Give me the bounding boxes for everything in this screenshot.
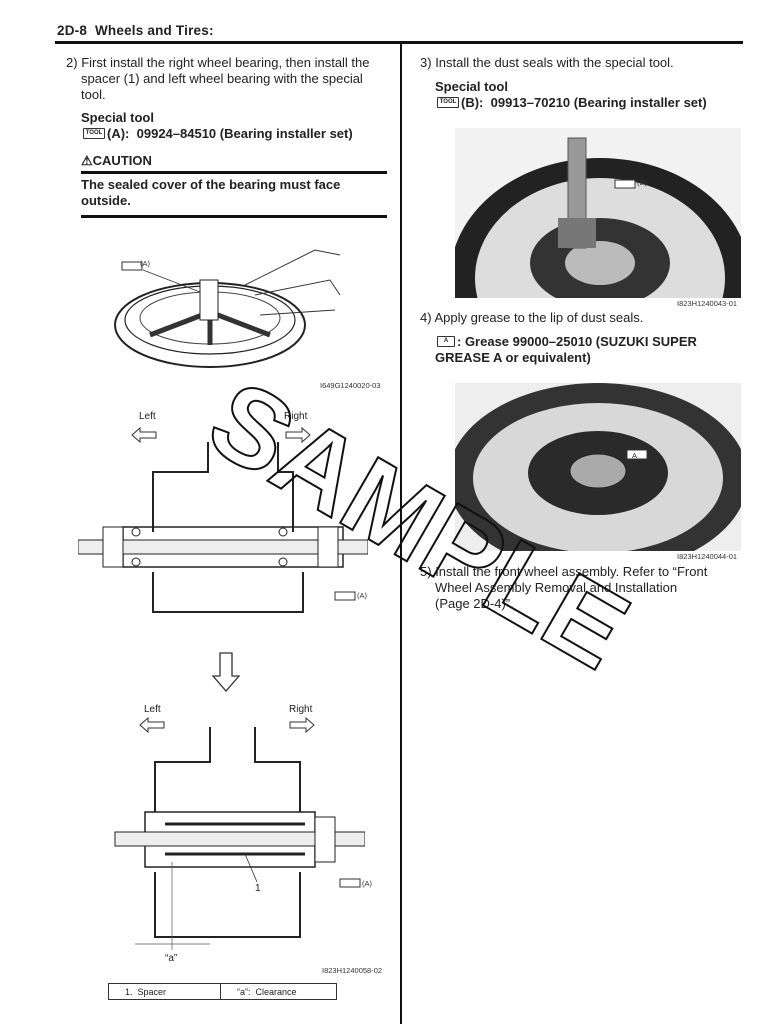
figure-caption: I823H1240043-01 — [677, 299, 738, 308]
clearance-label: “a” — [165, 953, 178, 964]
section-title: Wheels and Tires: — [94, 23, 214, 38]
warning-icon: ⚠ — [81, 153, 93, 168]
dust-seal-install-photo — [455, 128, 741, 298]
callout-a: (A) — [362, 879, 372, 888]
step-text[interactable]: Wheel Assembly Removal and Installation — [435, 580, 678, 595]
tool-ref: (A): — [107, 126, 130, 141]
caution-rule — [81, 171, 387, 174]
step-3: 3) Install the dust seals with the speci… — [420, 55, 674, 71]
grease-text: GREASE A or equivalent) — [435, 350, 591, 365]
legend-cell: 1. Spacer — [108, 983, 221, 1000]
step-4: 4) Apply grease to the lip of dust seals… — [420, 310, 643, 326]
bearing-install-illustration — [114, 249, 341, 368]
callout-b: (B) — [637, 178, 647, 187]
callout-grease: A — [632, 451, 638, 460]
legend-text: Clearance — [255, 986, 297, 997]
tool-icon: TOOL — [437, 97, 459, 109]
step-text: spacer (1) and left wheel bearing with t… — [81, 71, 363, 86]
column-divider — [400, 44, 402, 1024]
section-number: 2D-8 — [57, 23, 88, 38]
step-number: 5) — [420, 564, 432, 579]
special-tool-heading: Special tool — [435, 79, 508, 94]
tool-part: 09924–84510 (Bearing installer set) — [136, 126, 353, 141]
special-tool-a: TOOL(A): 09924–84510 (Bearing installer … — [83, 126, 353, 142]
special-tool-heading: Special tool — [81, 110, 154, 125]
step-text: Install the dust seals with the special … — [435, 55, 674, 70]
grease-apply-photo — [455, 383, 741, 551]
left-label: Left — [139, 411, 156, 422]
legend-cell: “a”: Clearance — [220, 983, 337, 1000]
caution-label: CAUTION — [92, 153, 152, 168]
arrow-left-icon — [139, 716, 165, 734]
step-text: tool. — [81, 87, 106, 102]
figure-caption: I823H1240058-02 — [322, 966, 383, 975]
page-header: 2D-8 Wheels and Tires: — [57, 23, 214, 38]
legend-text: Spacer — [137, 986, 167, 997]
step-text: First install the right wheel bearing, t… — [81, 55, 370, 70]
figure-caption: I649G1240020-03 — [320, 381, 381, 390]
tool-icon: TOOL — [83, 128, 105, 140]
figure-caption: I823H1240044-01 — [677, 552, 738, 561]
step-text: Install the front wheel assembly. Refer … — [435, 564, 708, 579]
caution-heading: ⚠CAUTION — [81, 153, 152, 169]
tool-part: 09913–70210 (Bearing installer set) — [490, 95, 707, 110]
right-label: Right — [284, 411, 308, 422]
legend-key: “a”: — [237, 986, 251, 997]
grease-icon: A — [437, 336, 455, 348]
callout-a: (A) — [140, 259, 150, 268]
caution-text: outside. — [81, 193, 131, 208]
grease-spec: A: Grease 99000–25010 (SUZUKI SUPER — [437, 334, 697, 350]
header-rule — [55, 41, 743, 44]
caution-rule — [81, 215, 387, 218]
legend-table: 1. Spacer “a”: Clearance — [108, 983, 337, 1000]
hub-section-diagram-before — [78, 426, 368, 613]
arrow-right-icon — [285, 426, 311, 444]
legend-key: 1. — [125, 986, 133, 997]
step-number: 4) — [420, 310, 432, 325]
hub-section-diagram-after — [114, 716, 365, 950]
legend-row: 1. Spacer “a”: Clearance — [108, 983, 337, 1000]
arrow-right-icon — [289, 716, 315, 734]
grease-text: : Grease 99000–25010 (SUZUKI SUPER — [457, 334, 697, 349]
step-number: 3) — [420, 55, 432, 70]
down-arrow-icon — [212, 652, 240, 692]
step-number: 2) — [66, 55, 78, 70]
special-tool-b: TOOL(B): 09913–70210 (Bearing installer … — [437, 95, 707, 111]
tool-ref: (B): — [461, 95, 484, 110]
callout-a: (A) — [357, 591, 367, 600]
arrow-left-icon — [131, 426, 157, 444]
step-text: Apply grease to the lip of dust seals. — [434, 310, 644, 325]
caution-text: The sealed cover of the bearing must fac… — [81, 177, 341, 192]
right-label: Right — [289, 704, 313, 715]
page-link[interactable]: (Page 2D-4)”. — [435, 596, 514, 611]
step-5: 5) Install the front wheel assembly. Ref… — [420, 564, 707, 580]
left-label: Left — [144, 704, 161, 715]
step-2: 2) First install the right wheel bearing… — [66, 55, 370, 71]
part-label-1: 1 — [255, 883, 261, 894]
